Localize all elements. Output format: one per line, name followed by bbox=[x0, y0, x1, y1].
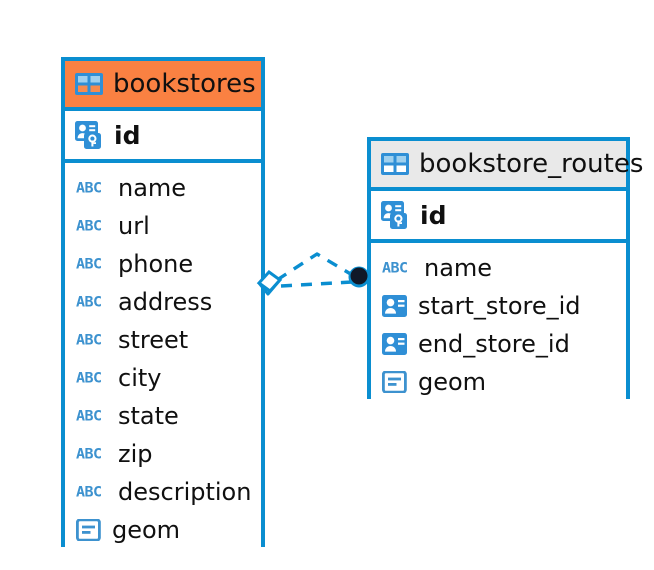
field-row[interactable]: ABC phone bbox=[65, 245, 261, 283]
entity-header-bookstore-routes[interactable]: bookstore_routes bbox=[371, 141, 643, 191]
field-row[interactable]: ABC city bbox=[65, 359, 261, 397]
relationship-line-arc bbox=[276, 252, 355, 282]
primary-key-icon bbox=[381, 201, 411, 229]
field-row[interactable]: geom bbox=[371, 363, 626, 401]
table-grid-icon bbox=[75, 73, 103, 95]
field-label: name bbox=[424, 254, 493, 282]
abc-text-icon: ABC bbox=[76, 217, 102, 234]
abc-text-icon: ABC bbox=[76, 179, 102, 196]
field-label: description bbox=[118, 478, 252, 506]
field-label: geom bbox=[112, 516, 181, 544]
field-label: name bbox=[118, 174, 187, 202]
field-row[interactable]: ABC name bbox=[65, 169, 261, 207]
abc-text-icon: ABC bbox=[76, 255, 102, 272]
foreign-key-icon bbox=[382, 333, 408, 355]
table-grid-icon bbox=[381, 153, 409, 175]
field-label: start_store_id bbox=[418, 292, 581, 320]
field-label: zip bbox=[118, 440, 153, 468]
field-row[interactable]: ABC description bbox=[65, 473, 261, 511]
field-row[interactable]: ABC street bbox=[65, 321, 261, 359]
abc-text-icon: ABC bbox=[76, 445, 102, 462]
field-row[interactable]: start_store_id bbox=[371, 287, 626, 325]
field-label: url bbox=[118, 212, 150, 240]
entity-title: bookstores bbox=[113, 69, 256, 99]
primary-key-label: id bbox=[114, 120, 141, 150]
primary-key-icon bbox=[75, 121, 105, 149]
abc-text-icon: ABC bbox=[76, 293, 102, 310]
geometry-icon bbox=[382, 371, 408, 393]
field-label: city bbox=[118, 364, 162, 392]
relationship-line-straight bbox=[280, 280, 353, 288]
field-label: end_store_id bbox=[418, 330, 570, 358]
field-row[interactable]: ABC zip bbox=[65, 435, 261, 473]
field-label: address bbox=[118, 288, 213, 316]
field-label: geom bbox=[418, 368, 487, 396]
relationship-connector bbox=[256, 252, 370, 296]
field-row[interactable]: ABC name bbox=[371, 249, 626, 287]
filled-circle-marker bbox=[348, 266, 370, 288]
primary-key-row[interactable]: id bbox=[65, 111, 261, 163]
field-row[interactable]: end_store_id bbox=[371, 325, 626, 363]
abc-text-icon: ABC bbox=[76, 483, 102, 500]
field-label: state bbox=[118, 402, 179, 430]
primary-key-row[interactable]: id bbox=[371, 191, 626, 243]
abc-text-icon: ABC bbox=[382, 259, 408, 276]
abc-text-icon: ABC bbox=[76, 407, 102, 424]
abc-text-icon: ABC bbox=[76, 369, 102, 386]
entity-header-bookstores[interactable]: bookstores bbox=[65, 61, 261, 111]
field-label: street bbox=[118, 326, 189, 354]
entity-title: bookstore_routes bbox=[419, 149, 644, 179]
entity-bookstore-routes[interactable]: bookstore_routes id ABC name start_store_i… bbox=[367, 137, 643, 401]
abc-text-icon: ABC bbox=[76, 331, 102, 348]
field-row[interactable]: ABC url bbox=[65, 207, 261, 245]
primary-key-label: id bbox=[420, 200, 447, 230]
field-row[interactable]: geom bbox=[65, 511, 261, 549]
field-row[interactable]: ABC state bbox=[65, 397, 261, 435]
field-label: phone bbox=[118, 250, 194, 278]
geometry-icon bbox=[76, 519, 102, 541]
field-row[interactable]: ABC address bbox=[65, 283, 261, 321]
foreign-key-icon bbox=[382, 295, 408, 317]
